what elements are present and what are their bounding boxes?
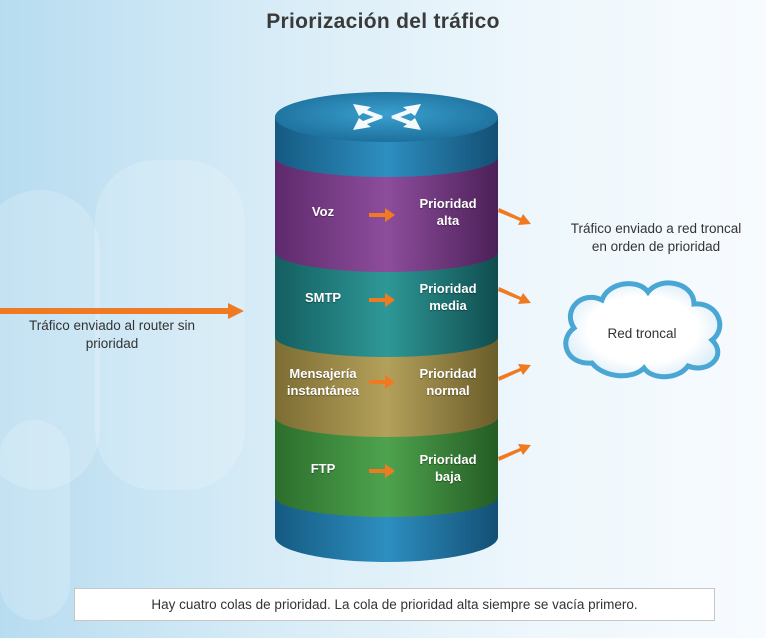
output-arrow-icon [498, 364, 531, 381]
cloud-label: Red troncal [607, 326, 677, 341]
input-arrow-icon [0, 303, 244, 319]
output-arrow-icon [498, 208, 531, 225]
caption-box: Hay cuatro colas de prioridad. La cola d… [74, 588, 715, 621]
arrow-right-icon [369, 375, 395, 389]
arrow-right-icon [369, 208, 395, 222]
input-traffic-text: Tráfico enviado al router sin prioridad [28, 318, 196, 351]
queue-ftp-priority: Prioridad baja [419, 452, 477, 484]
queue-smtp-priority: Prioridad media [419, 281, 477, 313]
cylinder-graphic [275, 92, 498, 562]
queue-mensajeria-priority: Prioridad normal [419, 366, 477, 398]
arrow-right-icon [369, 464, 395, 478]
background-decoration [95, 160, 245, 490]
output-arrow-icon [498, 287, 531, 304]
background-decoration [0, 190, 100, 490]
queue-voz-priority: Prioridad alta [419, 196, 477, 228]
queue-voz-name: Voz [311, 204, 335, 219]
arrow-right-icon [369, 293, 395, 307]
background-decoration [0, 420, 70, 620]
queue-mensajeria-name: Mensajería instantánea [286, 366, 360, 398]
output-traffic-text: Tráfico enviado a red troncal en orden d… [570, 221, 742, 254]
cloud-icon [563, 280, 723, 380]
diagram-title: Priorización del tráfico [266, 10, 500, 33]
queue-smtp-name: SMTP [304, 290, 342, 305]
output-arrow-icon [498, 444, 531, 461]
queue-ftp-name: FTP [310, 461, 336, 476]
router-queue-cylinder: Voz Prioridad alta SMTP Prioridad media … [275, 92, 498, 562]
